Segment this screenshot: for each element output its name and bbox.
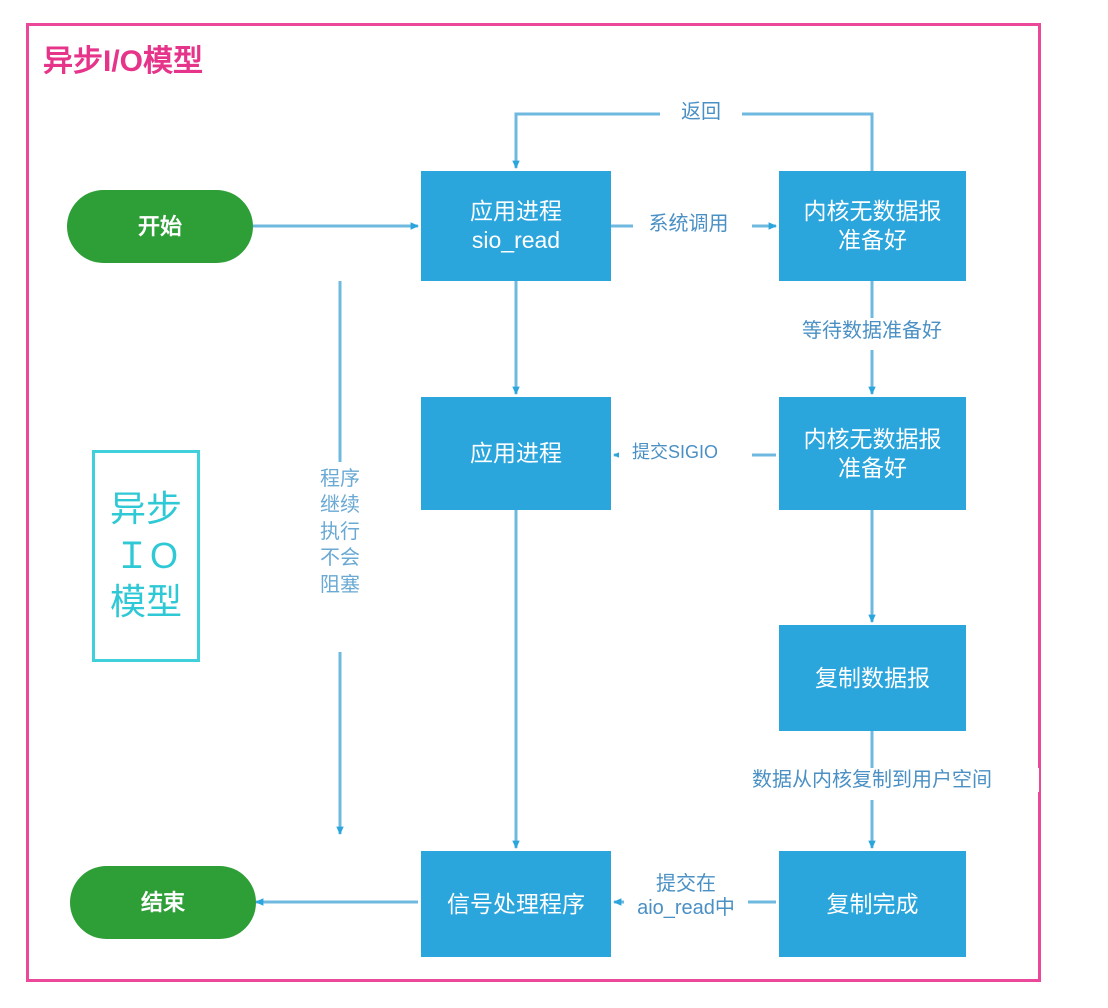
node-kernel-no-data-2[interactable]: 内核无数据报 准备好	[779, 397, 966, 510]
node-app-process[interactable]: 应用进程	[421, 397, 611, 510]
async-io-badge-line-3: 模型	[109, 581, 182, 623]
side-note-nonblocking: 程序 继续 执行 不会 阻塞	[318, 466, 362, 598]
node-app-process-read[interactable]: 应用进程 sio_read	[421, 171, 611, 281]
node-copy-done[interactable]: 复制完成	[779, 851, 966, 957]
node-end-label: 结束	[140, 889, 185, 915]
edge-label-submit-in-aio-read: 提交在 aio_read中	[624, 872, 748, 921]
node-copy-datagram[interactable]: 复制数据报	[779, 625, 966, 731]
edge-label-copy-kernel-to-user: 数据从内核复制到用户空间	[705, 768, 1039, 793]
node-kernel-no-data-2-line1: 内核无数据报	[803, 425, 942, 452]
edge-label-submit-in-aio-read-line1: 提交在	[656, 873, 716, 895]
edge-label-wait-data-ready: 等待数据准备好	[775, 319, 969, 344]
side-note-line-3: 执行	[320, 520, 360, 543]
node-signal-handler[interactable]: 信号处理程序	[421, 851, 611, 957]
node-kernel-no-data-1[interactable]: 内核无数据报 准备好	[779, 171, 966, 281]
edge-label-submit-in-aio-read-line2: aio_read中	[637, 897, 735, 920]
async-io-badge: 异步 ＩО 模型	[92, 450, 200, 662]
node-kernel-no-data-2-line2: 准备好	[838, 454, 907, 481]
async-io-badge-line-2: ＩО	[113, 534, 178, 576]
node-app-process-label: 应用进程	[470, 440, 562, 467]
node-start[interactable]: 开始	[67, 190, 253, 263]
node-app-process-read-line2: sio_read	[471, 227, 561, 253]
async-io-badge-line-1: 异步	[109, 487, 182, 529]
node-end[interactable]: 结束	[70, 866, 256, 939]
edge-label-return: 返回	[660, 100, 742, 125]
node-kernel-no-data-1-line2: 准备好	[838, 227, 907, 253]
edge-label-syscall: 系统调用	[633, 212, 744, 237]
side-note-line-2: 继续	[320, 494, 360, 517]
side-note-line-5: 阻塞	[320, 573, 360, 596]
edge-label-submit-sigio: 提交SIGIO	[619, 442, 731, 464]
node-app-process-read-line1: 应用进程	[470, 198, 562, 225]
node-kernel-no-data-1-line1: 内核无数据报	[803, 198, 942, 225]
node-copy-done-label: 复制完成	[826, 890, 919, 917]
side-note-line-1: 程序	[320, 468, 360, 490]
page-title: 异步I/O模型	[43, 45, 204, 78]
side-note-line-4: 不会	[320, 547, 360, 570]
node-signal-handler-label: 信号处理程序	[447, 890, 585, 917]
node-copy-datagram-label: 复制数据报	[815, 664, 930, 691]
node-start-label: 开始	[137, 213, 182, 239]
